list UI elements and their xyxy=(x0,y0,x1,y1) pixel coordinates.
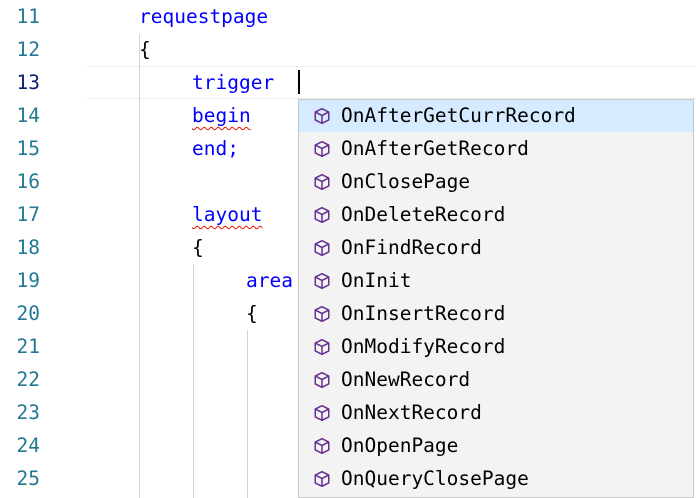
suggestion-label: OnInsertRecord xyxy=(341,302,506,325)
event-cube-icon xyxy=(312,172,332,192)
suggestion-item[interactable]: OnClosePage xyxy=(299,165,693,198)
suggestion-item[interactable]: OnInit xyxy=(299,264,693,297)
event-cube-icon xyxy=(312,370,332,390)
code-line-open-brace: { xyxy=(246,302,258,325)
suggestion-item[interactable]: OnAfterGetRecord xyxy=(299,132,693,165)
code-line-begin: begin xyxy=(192,104,251,127)
suggestion-item[interactable]: OnDeleteRecord xyxy=(299,198,693,231)
line-number: 15 xyxy=(16,137,40,160)
suggestion-label: OnDeleteRecord xyxy=(341,203,506,226)
suggestion-label: OnAfterGetRecord xyxy=(341,137,529,160)
suggestion-label: OnClosePage xyxy=(341,170,471,193)
suggestion-label: OnInit xyxy=(341,269,412,292)
suggestion-label: OnNextRecord xyxy=(341,401,482,424)
line-number-gutter: 11 12 13 14 15 16 17 18 19 20 21 22 23 2… xyxy=(0,0,86,498)
line-number: 21 xyxy=(16,335,40,358)
suggestion-item[interactable]: OnInsertRecord xyxy=(299,297,693,330)
line-number: 23 xyxy=(16,401,40,424)
event-cube-icon xyxy=(312,436,332,456)
event-cube-icon xyxy=(312,304,332,324)
suggestion-label: OnAfterGetCurrRecord xyxy=(341,104,576,127)
suggestion-label: OnFindRecord xyxy=(341,236,482,259)
event-cube-icon xyxy=(312,337,332,357)
suggestion-item[interactable]: OnOpenPage xyxy=(299,429,693,462)
event-cube-icon xyxy=(312,403,332,423)
indent-guide xyxy=(247,330,248,498)
text-cursor xyxy=(298,70,300,94)
suggestion-label: OnOpenPage xyxy=(341,434,459,457)
code-line-layout: layout xyxy=(192,203,263,226)
line-number: 16 xyxy=(16,170,40,193)
line-number: 22 xyxy=(16,368,40,391)
event-cube-icon xyxy=(312,238,332,258)
event-cube-icon xyxy=(312,271,332,291)
suggestion-label: OnNewRecord xyxy=(341,368,471,391)
code-line-open-brace: { xyxy=(192,236,204,259)
suggestion-item[interactable]: OnNextRecord xyxy=(299,396,693,429)
code-area[interactable]: requestpage { trigger begin end; layout … xyxy=(86,0,696,498)
line-number: 14 xyxy=(16,104,40,127)
suggestion-item[interactable]: OnFindRecord xyxy=(299,231,693,264)
line-number: 17 xyxy=(16,203,40,226)
code-line-area: area xyxy=(246,269,293,292)
line-number: 20 xyxy=(16,302,40,325)
event-cube-icon xyxy=(312,106,332,126)
code-line-requestpage: requestpage xyxy=(139,5,269,28)
code-line-trigger: trigger xyxy=(192,71,275,94)
code-line-open-brace: { xyxy=(139,38,151,61)
suggestion-item-selected[interactable]: OnAfterGetCurrRecord xyxy=(299,100,693,132)
event-cube-icon xyxy=(312,205,332,225)
line-number: 18 xyxy=(16,236,40,259)
line-number: 25 xyxy=(16,467,40,490)
suggestion-label: OnQueryClosePage xyxy=(341,467,529,490)
line-number-active: 13 xyxy=(16,71,40,94)
suggestion-item[interactable]: OnModifyRecord xyxy=(299,330,693,363)
code-line-end: end; xyxy=(192,137,239,160)
suggestion-label: OnModifyRecord xyxy=(341,335,506,358)
line-number: 12 xyxy=(16,38,40,61)
line-number: 24 xyxy=(16,434,40,457)
line-number: 11 xyxy=(16,5,40,28)
line-number: 19 xyxy=(16,269,40,292)
indent-guide xyxy=(193,264,194,498)
suggestion-item[interactable]: OnNewRecord xyxy=(299,363,693,396)
suggestion-item[interactable]: OnQueryClosePage xyxy=(299,462,693,495)
event-cube-icon xyxy=(312,469,332,489)
event-cube-icon xyxy=(312,139,332,159)
current-line-highlight xyxy=(86,66,696,99)
indent-guide xyxy=(139,34,140,498)
